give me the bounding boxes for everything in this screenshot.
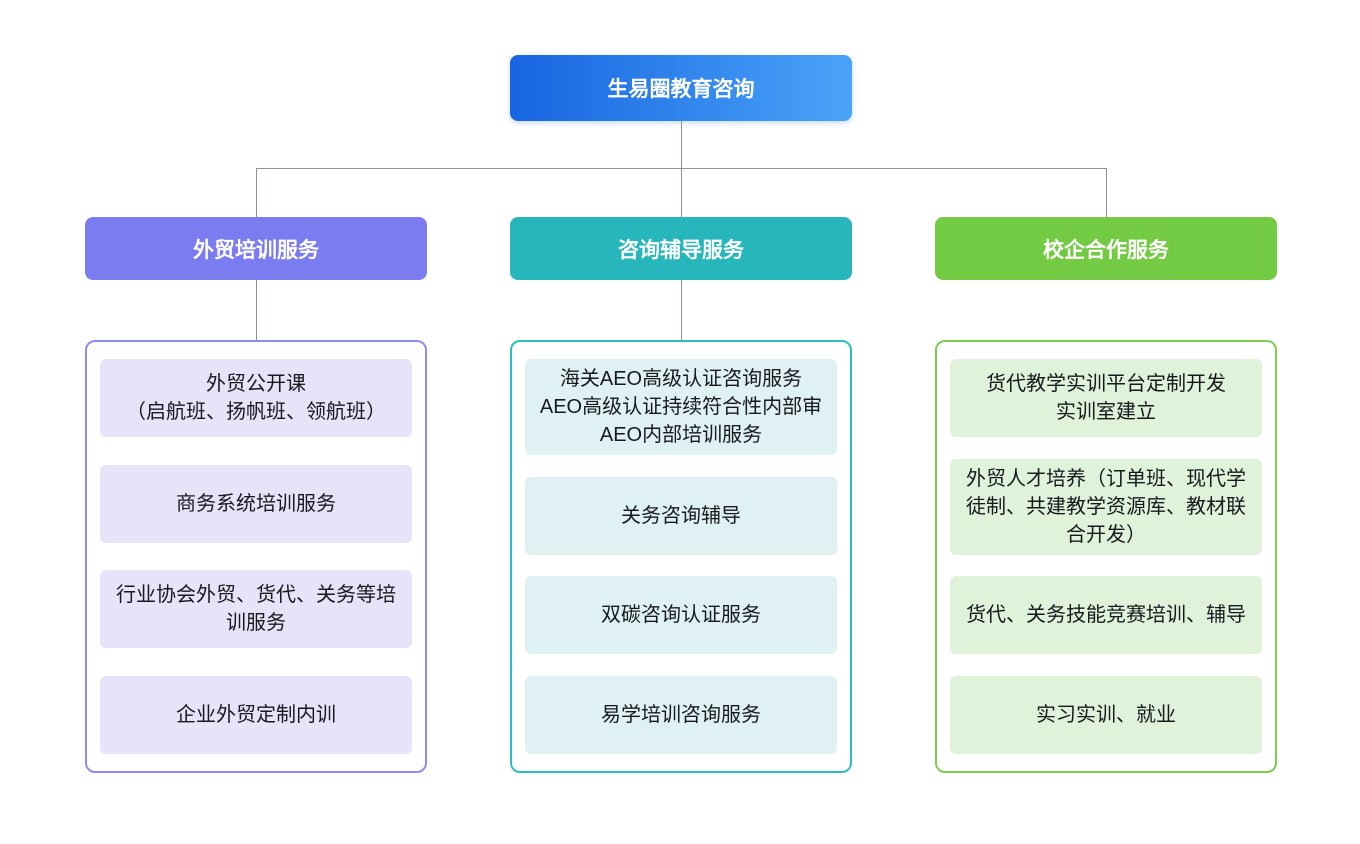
leaf-node: 企业外贸定制内训 <box>100 675 412 754</box>
connector-root-stem <box>681 121 682 168</box>
branch-header-school-enterprise: 校企合作服务 <box>935 217 1277 280</box>
connector-drop-school-enterprise <box>1106 168 1107 217</box>
leaf-node: 实习实训、就业 <box>950 675 1262 754</box>
branch-panel-consulting: 海关AEO高级认证咨询服务 AEO高级认证持续符合性内部审 AEO内部培训服务 … <box>510 340 852 773</box>
leaf-node: 海关AEO高级认证咨询服务 AEO高级认证持续符合性内部审 AEO内部培训服务 <box>525 359 837 455</box>
branch-consulting: 咨询辅导服务 海关AEO高级认证咨询服务 AEO高级认证持续符合性内部审 AEO… <box>510 217 852 773</box>
leaf-node: 关务咨询辅导 <box>525 476 837 555</box>
connector-drop-consulting <box>681 168 682 217</box>
leaf-node: 外贸人才培养（订单班、现代学徒制、共建教学资源库、教材联合开发） <box>950 458 1262 555</box>
leaf-node: 货代、关务技能竞赛培训、辅导 <box>950 576 1262 655</box>
branch-header-trade-training: 外贸培训服务 <box>85 217 427 280</box>
connector-drop-trade-training <box>256 168 257 217</box>
leaf-node: 商务系统培训服务 <box>100 464 412 543</box>
root-node: 生易圈教育咨询 <box>510 55 852 121</box>
branch-header-consulting: 咨询辅导服务 <box>510 217 852 280</box>
leaf-node: 易学培训咨询服务 <box>525 675 837 754</box>
leaf-node: 行业协会外贸、货代、关务等培训服务 <box>100 570 412 649</box>
branch-school-enterprise: 校企合作服务 货代教学实训平台定制开发 实训室建立 外贸人才培养（订单班、现代学… <box>935 217 1277 773</box>
connector-header-panel-consulting <box>681 280 682 340</box>
branch-trade-training: 外贸培训服务 外贸公开课 （启航班、扬帆班、领航班） 商务系统培训服务 行业协会… <box>85 217 427 773</box>
leaf-node: 双碳咨询认证服务 <box>525 576 837 655</box>
branch-panel-trade-training: 外贸公开课 （启航班、扬帆班、领航班） 商务系统培训服务 行业协会外贸、货代、关… <box>85 340 427 773</box>
connector-header-panel-trade-training <box>256 280 257 340</box>
leaf-node: 货代教学实训平台定制开发 实训室建立 <box>950 359 1262 437</box>
branch-panel-school-enterprise: 货代教学实训平台定制开发 实训室建立 外贸人才培养（订单班、现代学徒制、共建教学… <box>935 340 1277 773</box>
leaf-node: 外贸公开课 （启航班、扬帆班、领航班） <box>100 359 412 437</box>
